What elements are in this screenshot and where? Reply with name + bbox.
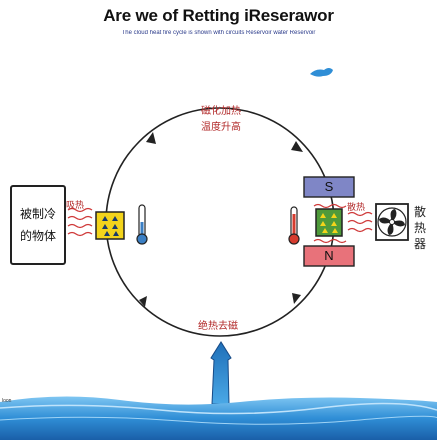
cycle-bottom-label: 绝热去磁: [198, 321, 238, 332]
magnet-pole-s: [303, 176, 355, 198]
cycle-arrow-bottom-right: [292, 293, 301, 304]
cycle-arrow-bottom-left: [139, 296, 147, 307]
right-material-arrows: [320, 213, 338, 233]
cycle-top-label-line1: 磁化加热: [201, 106, 241, 117]
right-heat-label: 散热: [347, 203, 366, 213]
pole-n-label: N: [324, 248, 334, 263]
diagram-subtitle: The cloud heat fire cycle is shown with …: [121, 30, 316, 36]
cold-thermometer-icon: [136, 204, 148, 245]
left-magnetocaloric-material: [95, 211, 125, 240]
cooled-object-box: 被制冷的物体: [10, 185, 66, 265]
left-heat-waves: [67, 207, 93, 237]
right-heat-waves: [347, 211, 373, 233]
cycle-top-label-line2: 温度升高: [201, 122, 241, 133]
diagram-title: Are we of Retting iReserawor: [103, 6, 334, 25]
corner-text: loon: [2, 398, 12, 404]
heat-sink-fan-icon: [375, 203, 409, 241]
water-jet: [210, 341, 232, 405]
magnet-pole-n: [303, 245, 355, 267]
left-heat-label: 吸热: [66, 201, 85, 211]
water-splash-icon: [310, 68, 333, 77]
cooled-object-label: 被制冷的物体: [19, 207, 56, 243]
cycle-arrow-top-right: [291, 141, 303, 152]
cycle-arrow-top-left: [146, 132, 156, 144]
right-magnetocaloric-material: [315, 208, 343, 237]
heat-sink-label: 散热器: [413, 205, 426, 251]
left-material-arrows: [102, 216, 119, 236]
hot-thermometer-icon: [288, 206, 300, 245]
pole-s-label: S: [324, 179, 334, 194]
right-heat-waves-below: [313, 203, 347, 244]
